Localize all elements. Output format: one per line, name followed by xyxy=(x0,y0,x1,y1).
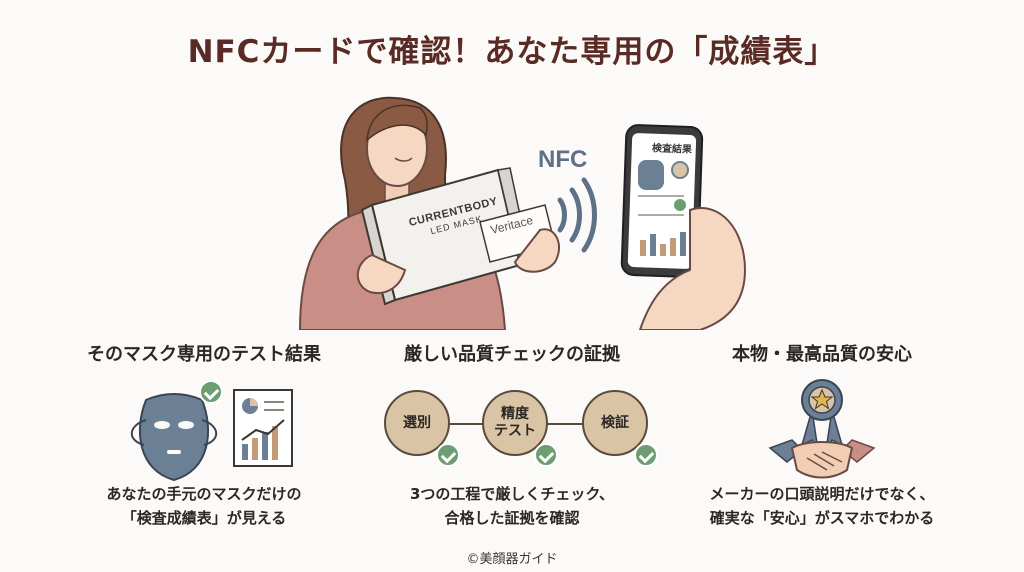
copyright: ©美顔器ガイド xyxy=(466,552,558,567)
hero-illustration xyxy=(298,96,747,330)
handshake-icon xyxy=(768,439,876,479)
page-title: NFCカードで確認！あなた専用の「成績表」 xyxy=(187,34,837,70)
right-hand xyxy=(513,228,560,273)
step-connector xyxy=(546,423,590,425)
feature-heading: 厳しい品質チェックの証拠 xyxy=(404,344,620,365)
award-handshake-icon xyxy=(768,379,876,479)
phone-illustration xyxy=(620,124,704,278)
check-icon xyxy=(634,443,658,467)
phone-screen-title: 検査結果 xyxy=(651,143,693,156)
step-precision-test: 精度テスト xyxy=(482,390,548,456)
nfc-label: NFC xyxy=(538,146,588,173)
step-selection: 選別 xyxy=(384,390,450,456)
nfc-waves-icon xyxy=(557,177,597,253)
feature-heading: 本物・最高品質の安心 xyxy=(732,344,912,365)
step-connector xyxy=(446,423,490,425)
feature-description: あなたの手元のマスクだけの 「検査成績表」が見える xyxy=(106,485,302,527)
check-icon xyxy=(199,380,223,404)
feature-authentic: 本物・最高品質の安心 メーカーの口頭説明だけでなく、 確実な「安心」がスマホでわ… xyxy=(652,340,992,527)
feature-description: 3つの工程で厳しくチェック、 合格した証拠を確認 xyxy=(409,485,615,527)
mask-icon xyxy=(139,393,209,482)
step-verification: 検証 xyxy=(582,390,648,456)
check-icon xyxy=(534,443,558,467)
star-icon xyxy=(810,388,834,410)
check-icon xyxy=(436,443,460,467)
phone-hand xyxy=(638,207,747,330)
feature-heading: そのマスク専用のテスト結果 xyxy=(87,344,321,365)
left-hand xyxy=(356,253,407,294)
feature-test-results: そのマスク専用のテスト結果 あなたの手元のマスクだけの 「検査成績表」が見える xyxy=(34,340,374,527)
mask-report-icon xyxy=(130,389,293,482)
feature-description: メーカーの口頭説明だけでなく、 確実な「安心」がスマホでわかる xyxy=(709,485,935,527)
feature-quality-check: 厳しい品質チェックの証拠 選別 精度テスト 検証 3つの工程で厳しくチェック、 … xyxy=(342,340,682,527)
